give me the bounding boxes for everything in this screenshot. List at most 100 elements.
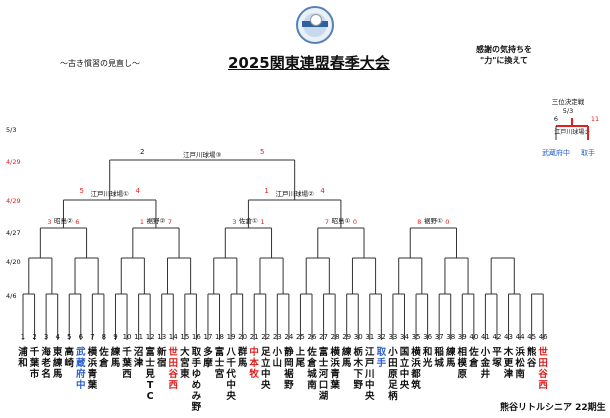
r3-venue: 昭島① <box>331 216 350 225</box>
team-seed: 16 <box>191 333 201 341</box>
round-date: 4/20 <box>6 258 21 266</box>
quarter-score: 4 <box>135 187 140 195</box>
team-seed: 15 <box>180 333 190 341</box>
team-seed: 39 <box>457 333 467 341</box>
quarter-score: 1 <box>264 187 268 195</box>
league-logo <box>296 6 334 44</box>
team-name: 横浜都筑 <box>411 347 421 391</box>
team-seed: 3 <box>43 333 49 341</box>
r3-score: 1 <box>260 218 264 226</box>
quarter-score: 5 <box>79 187 83 195</box>
team-seed: 10 <box>122 333 132 341</box>
team-name: 静岡裾野 <box>284 347 294 391</box>
team-seed: 36 <box>423 333 433 341</box>
team-seed: 24 <box>284 333 294 341</box>
team-name: 栃木下野 <box>353 347 363 391</box>
team-name: 東練馬 <box>52 347 63 380</box>
team-name: 取手 <box>376 347 387 369</box>
team-name: 世田谷西 <box>538 347 548 391</box>
team-seed: 29 <box>342 333 352 341</box>
team-seed: 13 <box>157 333 167 341</box>
team-name: 稲城 <box>434 347 444 369</box>
third-place-team: 取手 <box>581 148 595 157</box>
team-name: 富士見TC <box>145 347 155 402</box>
team-name: 高崎 <box>64 347 74 369</box>
r3-score: 0 <box>353 218 357 226</box>
team-seed: 18 <box>215 333 224 341</box>
team-name: 足立中央 <box>260 347 271 391</box>
team-name: 平塚 <box>492 347 502 369</box>
team-seed: 46 <box>538 333 548 341</box>
third-place-team: 武蔵府中 <box>542 148 570 157</box>
semi-score: 2 <box>140 148 144 156</box>
team-seed: 31 <box>365 333 375 341</box>
team-name: 小金井 <box>480 347 491 380</box>
team-name: 江戸川中央 <box>365 347 375 402</box>
team-name: 富士河口湖 <box>318 347 329 402</box>
team-seed: 27 <box>319 333 328 341</box>
team-name: 練馬 <box>445 347 456 369</box>
round-date: 5/3 <box>6 126 17 134</box>
team-seed: 32 <box>376 333 386 341</box>
team-seed: 17 <box>203 333 213 341</box>
team-seed: 20 <box>238 333 248 341</box>
team-seed: 4 <box>55 333 60 341</box>
r3-venue: 佐倉① <box>239 216 258 225</box>
team-name: 佐倉 <box>469 347 479 369</box>
team-name: 多摩 <box>203 347 213 369</box>
quarter-venue: 江戸川球場① <box>91 189 130 198</box>
team-seed: 37 <box>434 333 444 341</box>
team-name: 横浜青葉 <box>87 347 98 391</box>
team-name: 佐倉 <box>99 347 109 369</box>
r3-venue: 裾野② <box>147 216 166 225</box>
r3-venue: 昭島② <box>54 216 73 225</box>
r3-score: 0 <box>445 218 449 226</box>
r3-score: 6 <box>75 218 79 226</box>
team-name: 千葉市 <box>29 347 40 380</box>
team-name: 中本牧 <box>249 347 259 380</box>
team-name: 富士宮 <box>214 347 225 380</box>
team-name: 千葉西 <box>122 347 132 380</box>
r3-score: 8 <box>417 218 421 226</box>
motto-note: 感謝の気持ちを "力"に換えて <box>476 45 532 65</box>
team-seed: 44 <box>515 333 525 341</box>
semi-score: 5 <box>260 148 264 156</box>
r3-score: 3 <box>232 218 236 226</box>
team-seed: 2 <box>32 333 37 341</box>
team-name: 小山 <box>272 347 283 369</box>
team-seed: 7 <box>90 333 95 341</box>
r3-venue: 裾野① <box>424 216 443 225</box>
team-name: 木更津 <box>503 347 514 380</box>
team-name: 世田谷西 <box>168 347 179 391</box>
team-name: 武蔵府中 <box>76 347 86 391</box>
round-date: 4/29 <box>6 197 21 205</box>
round-date: 4/27 <box>6 229 21 237</box>
team-name: 新宿 <box>156 347 167 369</box>
third-place-label: 三位決定戦 <box>552 97 585 106</box>
team-name: 取手ゆめみ野 <box>191 347 202 413</box>
team-seed: 5 <box>67 333 72 341</box>
team-seed: 6 <box>78 333 84 341</box>
team-seed: 26 <box>307 333 317 341</box>
team-seed: 23 <box>272 333 282 341</box>
team-seed: 45 <box>527 333 537 341</box>
r3-score: 7 <box>325 218 329 226</box>
team-seed: 33 <box>388 333 398 341</box>
team-name: 浦和 <box>18 347 28 369</box>
semi-venue: 江戸川球場③ <box>183 150 222 159</box>
quarter-score: 4 <box>320 187 325 195</box>
quarter-venue: 江戸川球場② <box>275 189 314 198</box>
team-name: 浜松南 <box>515 347 525 380</box>
page-title: 2025関東連盟春季大会 <box>228 54 390 72</box>
team-name: 練馬 <box>110 347 121 369</box>
team-seed: 35 <box>411 333 421 341</box>
team-name: 佐倉城南 <box>307 347 317 391</box>
third-place-score: 6 <box>554 115 558 123</box>
team-name: 上尾 <box>295 347 306 369</box>
team-name: 大宮東 <box>180 347 190 380</box>
team-seed: 25 <box>295 333 305 341</box>
team-name: 横浜青葉 <box>330 347 340 391</box>
round-date: 4/6 <box>6 292 17 300</box>
team-seed: 12 <box>145 333 155 341</box>
